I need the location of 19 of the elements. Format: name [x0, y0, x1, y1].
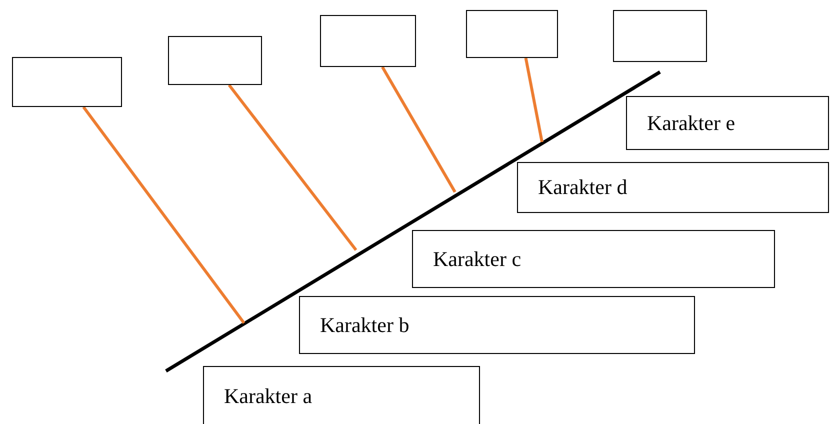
- branch-line: [381, 66, 456, 193]
- trait-box: [517, 162, 829, 213]
- branch-line: [524, 58, 544, 142]
- trait-box: [299, 296, 695, 354]
- empty-box: [168, 36, 262, 85]
- trait-label: Karakter e: [646, 110, 736, 136]
- trait-label: Karakter c: [432, 246, 522, 272]
- trait-box: [412, 230, 775, 288]
- empty-box: [466, 10, 558, 58]
- trait-label: Karakter d: [537, 175, 628, 200]
- branch-line: [228, 84, 358, 251]
- trait-label: Karakter b: [319, 312, 410, 338]
- empty-box: [320, 15, 416, 67]
- branch-line: [82, 106, 246, 324]
- trait-label: Karakter a: [223, 384, 312, 408]
- trait-box: [626, 96, 829, 150]
- empty-box: [12, 57, 122, 107]
- trait-box: [203, 366, 480, 424]
- empty-box: [613, 10, 707, 62]
